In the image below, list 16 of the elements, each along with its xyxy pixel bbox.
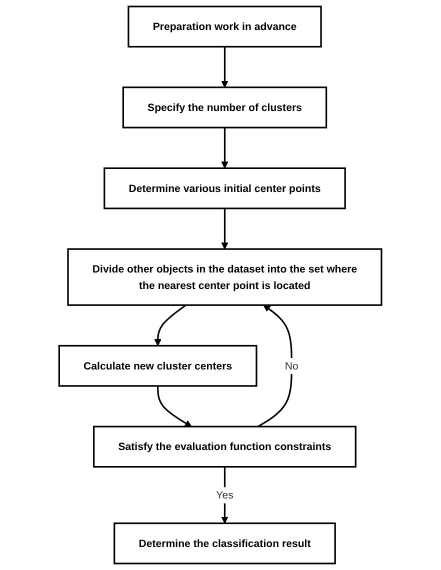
arrow	[258, 304, 293, 428]
node-box: Calculate new cluster centers	[58, 344, 258, 387]
arrow	[221, 466, 228, 524]
arrow	[157, 386, 192, 427]
node-box: Preparation work in advance	[128, 6, 322, 48]
arrow	[221, 128, 228, 169]
arrow	[221, 208, 228, 250]
edge-label: No	[285, 360, 299, 372]
edge-label: Yes	[216, 488, 234, 501]
node-box: Determine the classification result	[114, 522, 336, 564]
node-box: Divide other objects in the dataset into the set where the nearest center point is located	[67, 248, 382, 306]
node-box: Specify the number of clusters	[122, 86, 328, 128]
arrow	[221, 46, 228, 88]
node-box: Satisfy the evaluation function constraints	[93, 426, 357, 468]
node-box: Determine various initial center points	[104, 167, 346, 210]
arrow	[154, 304, 187, 346]
